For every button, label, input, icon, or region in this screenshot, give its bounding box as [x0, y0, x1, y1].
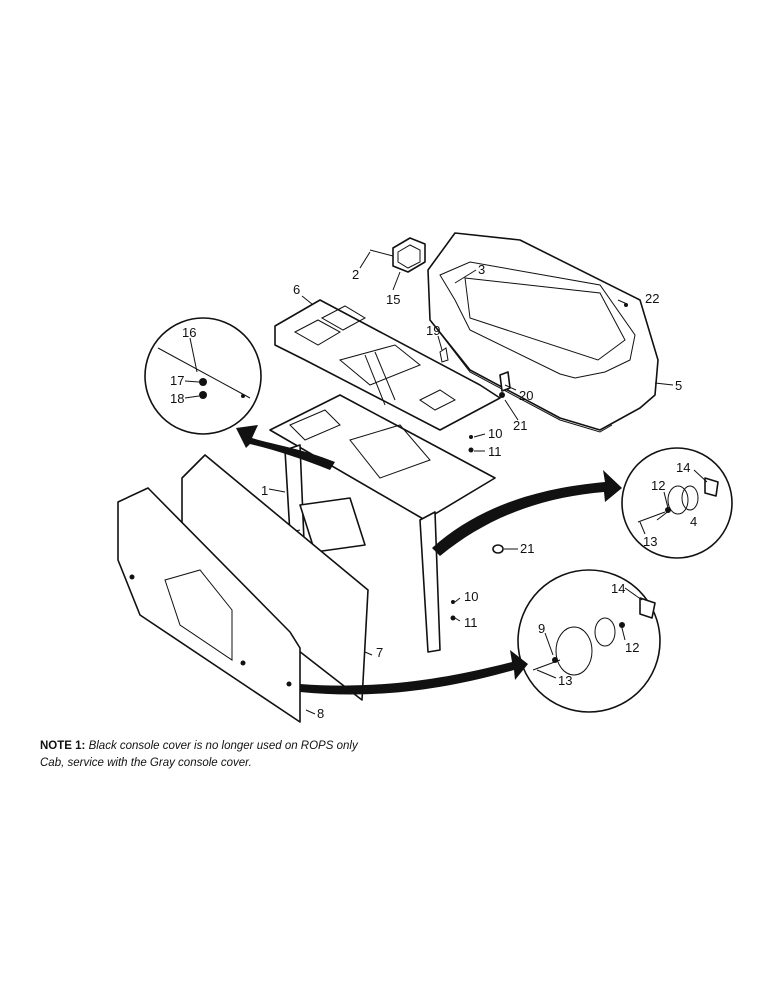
callout-4: 4 — [690, 514, 697, 529]
callout-11-lower: 11 — [464, 615, 478, 630]
callout-5: 5 — [675, 378, 682, 393]
callout-21-upper: 21 — [513, 418, 527, 433]
callout-12-lower: 12 — [625, 640, 639, 655]
callout-19: 19 — [426, 323, 440, 338]
callout-16: 16 — [182, 325, 196, 340]
callout-7: 7 — [376, 645, 383, 660]
callout-12-upper: 12 — [651, 478, 665, 493]
callout-6: 6 — [293, 282, 300, 297]
leader-lines — [184, 251, 708, 715]
footnote: NOTE 1: Black console cover is no longer… — [40, 738, 460, 772]
note-line-1: Black console cover is no longer used on… — [88, 740, 358, 752]
callout-14-lower: 14 — [611, 581, 625, 596]
detail-circle-hardware-upper — [621, 447, 733, 559]
callout-18: 18 — [170, 391, 184, 406]
callout-10-upper: 10 — [488, 426, 502, 441]
switch-assembly — [369, 237, 426, 273]
callout-15: 15 — [386, 292, 400, 307]
callout-20: 20 — [519, 388, 533, 403]
callout-labels: 1 2 3 4 5 6 7 8 9 10 10 11 11 12 12 13 1… — [170, 262, 697, 721]
callout-21-lower: 21 — [520, 541, 534, 556]
console-plate — [274, 299, 501, 431]
arrow-to-lower-hardware-detail — [300, 650, 528, 695]
callout-2: 2 — [352, 267, 359, 282]
callout-14-upper: 14 — [676, 460, 690, 475]
callout-17: 17 — [170, 373, 184, 388]
console-cover — [427, 232, 659, 433]
callout-10-lower: 10 — [464, 589, 478, 604]
callout-13-lower: 13 — [558, 673, 572, 688]
callout-22: 22 — [645, 291, 659, 306]
callout-11-upper: 11 — [488, 444, 502, 459]
callout-1: 1 — [261, 483, 268, 498]
callout-8: 8 — [317, 706, 324, 721]
arrow-to-upper-hardware-detail — [432, 470, 622, 556]
note-label: NOTE 1: — [40, 740, 86, 752]
callout-13-upper: 13 — [643, 534, 657, 549]
arrow-to-wiring-detail — [236, 425, 335, 470]
callout-3: 3 — [478, 262, 485, 277]
console-frame — [261, 394, 496, 653]
detail-circle-wiring — [144, 317, 262, 435]
note-line-2: Cab, service with the Gray console cover… — [40, 757, 252, 769]
callout-9: 9 — [538, 621, 545, 636]
